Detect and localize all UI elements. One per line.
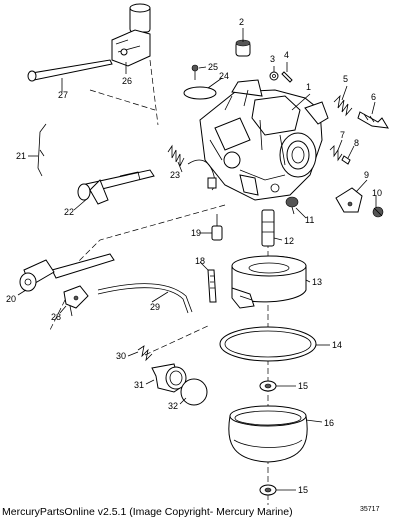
- callout-labels: 1 2 3 4 5 6 7 8 9 10 11 12 13 14 15 16 1…: [6, 17, 382, 495]
- callout-31: 31: [134, 380, 144, 390]
- part-32-disc: [180, 378, 208, 406]
- part-1-carburetor-body: [199, 79, 329, 201]
- callout-24: 24: [219, 71, 229, 81]
- align-line-27: [89, 89, 156, 111]
- part-21-link: [37, 123, 47, 177]
- copyright-footer: MercuryPartsOnline v2.5.1 (Image Copyrig…: [2, 506, 379, 518]
- part-24-plate: [183, 86, 217, 100]
- part-10-screw: [372, 206, 384, 218]
- part-13-float: [231, 255, 307, 309]
- part-18-pin: [207, 269, 217, 303]
- align-line-20: [69, 204, 226, 271]
- align-line-26: [149, 59, 159, 126]
- align-line-30: [144, 324, 211, 356]
- part-28-lever: [63, 285, 89, 317]
- part-16-float-bowl: [228, 405, 308, 463]
- part-26-bracket: [111, 3, 151, 67]
- callout-13: 13: [312, 277, 322, 287]
- part-6-needle-screw: [357, 111, 389, 129]
- callout-29: 29: [150, 302, 160, 312]
- callout-15-lower: 15: [298, 485, 308, 495]
- part-5-spring: [333, 94, 353, 117]
- callout-9: 9: [364, 170, 369, 180]
- part-12-jet-tube: [261, 209, 275, 247]
- callout-4: 4: [284, 50, 289, 60]
- callout-11: 11: [305, 215, 314, 225]
- callout-2: 2: [239, 17, 244, 27]
- callout-26: 26: [122, 76, 132, 86]
- callout-10: 10: [372, 188, 382, 198]
- align-line-28: [49, 299, 66, 331]
- part-9-lever: [335, 187, 363, 213]
- part-4-clip: [281, 71, 293, 83]
- callout-6: 6: [371, 92, 376, 102]
- part-8-pin: [341, 155, 351, 165]
- callout-1: 1: [306, 82, 311, 92]
- callout-3: 3: [270, 54, 275, 64]
- callout-22: 22: [64, 207, 74, 217]
- callout-27: 27: [58, 90, 68, 100]
- part-15-washer-upper: [259, 380, 277, 392]
- callout-12: 12: [284, 236, 294, 246]
- part-22-shaft: [77, 169, 155, 205]
- callout-25: 25: [208, 62, 218, 72]
- part-31-primer: [151, 363, 187, 393]
- callout-14: 14: [332, 340, 342, 350]
- callout-8: 8: [354, 138, 359, 148]
- part-11-screw: [285, 196, 299, 215]
- footer-text: MercuryPartsOnline v2.5.1 (Image Copyrig…: [2, 506, 293, 518]
- callout-32: 32: [168, 401, 178, 411]
- callout-21: 21: [16, 151, 26, 161]
- part-30-spring: [137, 345, 153, 362]
- callout-30: 30: [116, 351, 126, 361]
- part-25-screw: [191, 64, 199, 80]
- part-23-spring: [167, 144, 217, 191]
- part-19-jet: [211, 214, 223, 241]
- part-7-spring: [329, 145, 343, 162]
- part-20-choke-shaft: [19, 253, 115, 292]
- leader-lines: [17, 28, 377, 491]
- callout-15-upper: 15: [298, 381, 308, 391]
- part-2-cap: [235, 39, 251, 57]
- callout-18: 18: [195, 256, 205, 266]
- callout-28: 28: [51, 312, 61, 322]
- part-3-washer: [269, 71, 279, 81]
- drawing-code: 35717: [360, 506, 380, 513]
- part-14-gasket: [219, 326, 317, 362]
- callout-7: 7: [340, 130, 345, 140]
- part-29-rod: [97, 283, 193, 313]
- part-15-washer-lower: [259, 484, 277, 496]
- callout-20: 20: [6, 294, 16, 304]
- callout-23: 23: [170, 170, 180, 180]
- part-27-rod: [27, 59, 113, 82]
- callout-5: 5: [343, 74, 348, 84]
- callout-16: 16: [324, 418, 334, 428]
- callout-19: 19: [191, 228, 201, 238]
